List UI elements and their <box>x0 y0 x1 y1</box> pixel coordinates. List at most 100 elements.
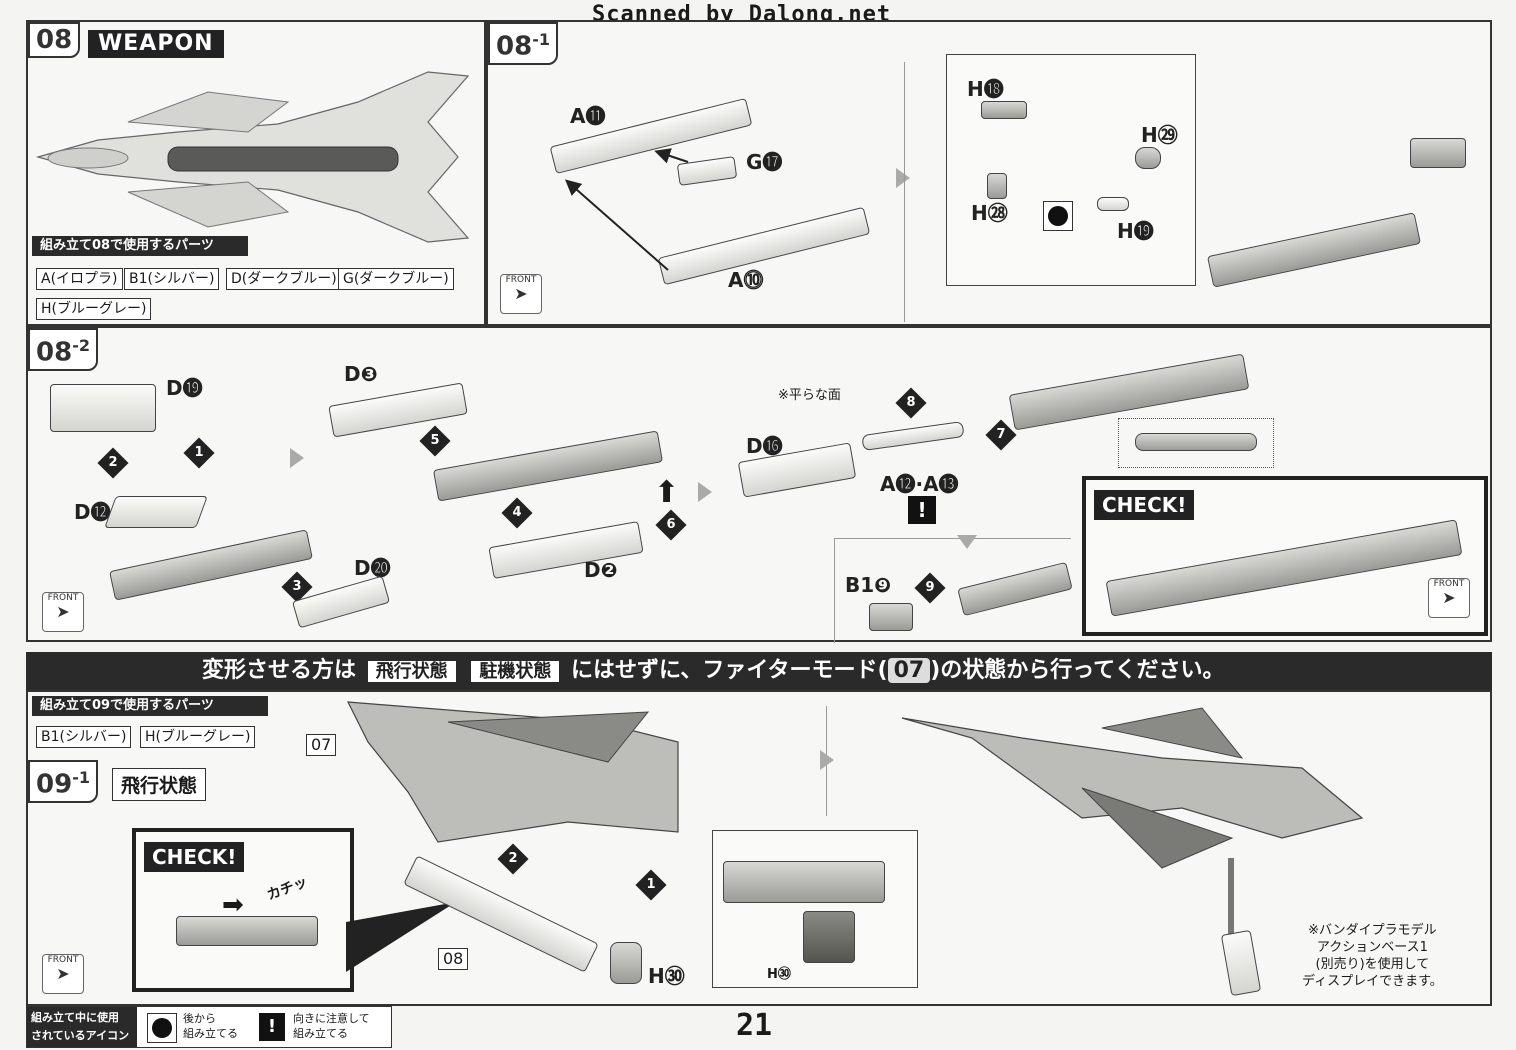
step-number: 08 <box>28 22 81 58</box>
part-chip-h: H(ブルーグレー) <box>140 726 256 748</box>
part-a12-a13-detail <box>1135 433 1257 451</box>
front-indicator: FRONT➤ <box>42 592 84 632</box>
label-h30-small: H㉚ <box>767 967 791 982</box>
part-chip-h: H(ブルーグレー) <box>36 298 152 320</box>
label-d19: D⓳ <box>166 376 203 400</box>
front-indicator: FRONT➤ <box>1428 578 1470 618</box>
banner-box-flight: 飛行状態 <box>367 661 456 682</box>
weapon-body-2 <box>432 430 664 502</box>
check-box: CHECK! カチッ ➡ <box>132 828 354 992</box>
action-base <box>1220 929 1262 997</box>
legend-orientation: 向きに注意して 組み立てる <box>293 1012 370 1040</box>
label-h30: H㉚ <box>648 964 685 988</box>
icon-legend: 組み立て中に使用 されているアイコン 後から 組み立てる ! 向きに注意して 組… <box>26 1006 392 1048</box>
front-label: FRONT <box>47 593 79 603</box>
check-title: CHECK! <box>144 842 245 872</box>
step-marker-text: 6 <box>666 517 676 532</box>
banner-content: 変形させる方は 飛行状態 駐機状態 にはせずに、ファイターモード(07)の状態か… <box>202 657 1224 686</box>
step-number-main: 08 <box>36 337 73 368</box>
label-a12-a13: A⓬·A⓭ <box>880 472 959 496</box>
parts-header: 組み立て09で使用するパーツ <box>32 696 268 716</box>
step-marker-2: 2 <box>497 843 529 875</box>
label-d3: D❸ <box>344 362 378 386</box>
page-number: 21 <box>736 1008 773 1043</box>
label-h19: H⓳ <box>1117 219 1154 243</box>
part-b1-9 <box>869 603 913 631</box>
step09-panel: 組み立て09で使用するパーツ B1(シルバー) H(ブルーグレー) 09-1 飛… <box>26 690 1492 1006</box>
label-h28: H㉘ <box>971 201 1008 225</box>
next-step-arrow-icon <box>820 750 834 770</box>
label-h18: H⓲ <box>967 77 1004 101</box>
part-h29 <box>1135 147 1161 169</box>
step-marker-text: 3 <box>292 579 302 594</box>
label-d12: D⓬ <box>74 500 111 524</box>
caution-glyph: ! <box>267 1016 277 1037</box>
label-b1-9: B1❾ <box>845 573 892 597</box>
ref-08: 08 <box>438 948 469 970</box>
front-indicator: FRONT➤ <box>500 274 542 314</box>
front-label: FRONT <box>505 275 537 285</box>
step-number: 08-2 <box>28 328 98 371</box>
step-number-sub: -1 <box>72 768 90 787</box>
step-marker-text: 1 <box>194 445 204 460</box>
check-box: CHECK! FRONT➤ <box>1082 476 1488 636</box>
click-sound-label: カチッ <box>264 874 310 904</box>
next-step-arrow-icon <box>290 448 304 468</box>
weapon-tip <box>957 561 1073 617</box>
step-marker-text: 1 <box>646 877 656 892</box>
part-chip-a: A(イロプラ) <box>36 268 123 290</box>
sub-panel: B1❾ 9 <box>834 535 1073 643</box>
step-marker-9: 9 <box>914 572 946 604</box>
banner-text-after: にはせずに、ファイターモード( <box>571 658 888 683</box>
caution-icon: ! <box>259 1013 285 1041</box>
caution-icon: ! <box>908 496 936 524</box>
caution-glyph: ! <box>917 498 927 522</box>
step-number: 09-1 <box>28 760 98 803</box>
assemble-later-icon <box>147 1013 177 1043</box>
step-marker-4: 4 <box>501 497 533 529</box>
aircraft-flight-illustration <box>901 707 1364 869</box>
part-h18 <box>981 101 1027 119</box>
next-step-arrow-icon <box>896 168 910 188</box>
hinge-detail <box>723 861 885 903</box>
part-chip-g: G(ダークブルー) <box>338 268 454 290</box>
weapon-body-1 <box>109 529 313 601</box>
zoom-wedge <box>346 902 456 972</box>
step-marker-text: 7 <box>996 427 1006 442</box>
part-h19 <box>1097 197 1129 211</box>
step08-2-panel: 08-2 D⓳ 2 1 D⓬ 3 D⓴ FRONT➤ D❸ 5 4 D❷ 6 ⬆… <box>26 326 1492 643</box>
step08-1-panel: 08-1 A⓫ G⓱ A⓾ FRONT➤ H⓲ H㉙ H㉘ H⓳ <box>486 20 1492 326</box>
step-marker-1: 1 <box>183 437 215 469</box>
detail-inset <box>1118 418 1274 468</box>
step-marker-8: 8 <box>895 387 927 419</box>
step-marker-1: 1 <box>635 869 667 901</box>
detail-callout: H㉚ <box>712 830 918 988</box>
banner-box-parked: 駐機状態 <box>471 661 560 682</box>
parts-header: 組み立て08で使用するパーツ <box>32 236 248 256</box>
front-arrow-icon: ➤ <box>1442 588 1456 607</box>
check-title: CHECK! <box>1094 490 1195 520</box>
step-marker-7: 7 <box>985 419 1017 451</box>
legend-title: 組み立て中に使用 されているアイコン <box>27 1007 137 1047</box>
step-marker-2: 2 <box>97 447 129 479</box>
mode-label: 飛行状態 <box>112 768 207 801</box>
step-marker-text: 2 <box>108 455 118 470</box>
legend-assemble-later: 後から 組み立てる <box>183 1012 238 1040</box>
latch-detail <box>176 916 318 946</box>
part-h30-detail <box>803 911 855 963</box>
step-marker-5: 5 <box>419 425 451 457</box>
down-arrow-icon <box>957 535 977 549</box>
step-number-sub: -1 <box>532 30 550 49</box>
part-d19 <box>50 384 156 432</box>
weapon-assembled <box>1206 212 1422 288</box>
next-step-arrow-icon <box>698 482 712 502</box>
display-stand <box>1228 858 1234 938</box>
part-h30 <box>610 942 642 984</box>
front-label: FRONT <box>47 955 79 965</box>
step-marker-text: 9 <box>925 580 935 595</box>
section-title: WEAPON <box>88 30 224 58</box>
assembly-arrows <box>564 148 689 271</box>
label-d16: D⓰ <box>746 434 783 458</box>
step-marker-6: 6 <box>655 509 687 541</box>
part-a12-a13 <box>861 420 965 452</box>
